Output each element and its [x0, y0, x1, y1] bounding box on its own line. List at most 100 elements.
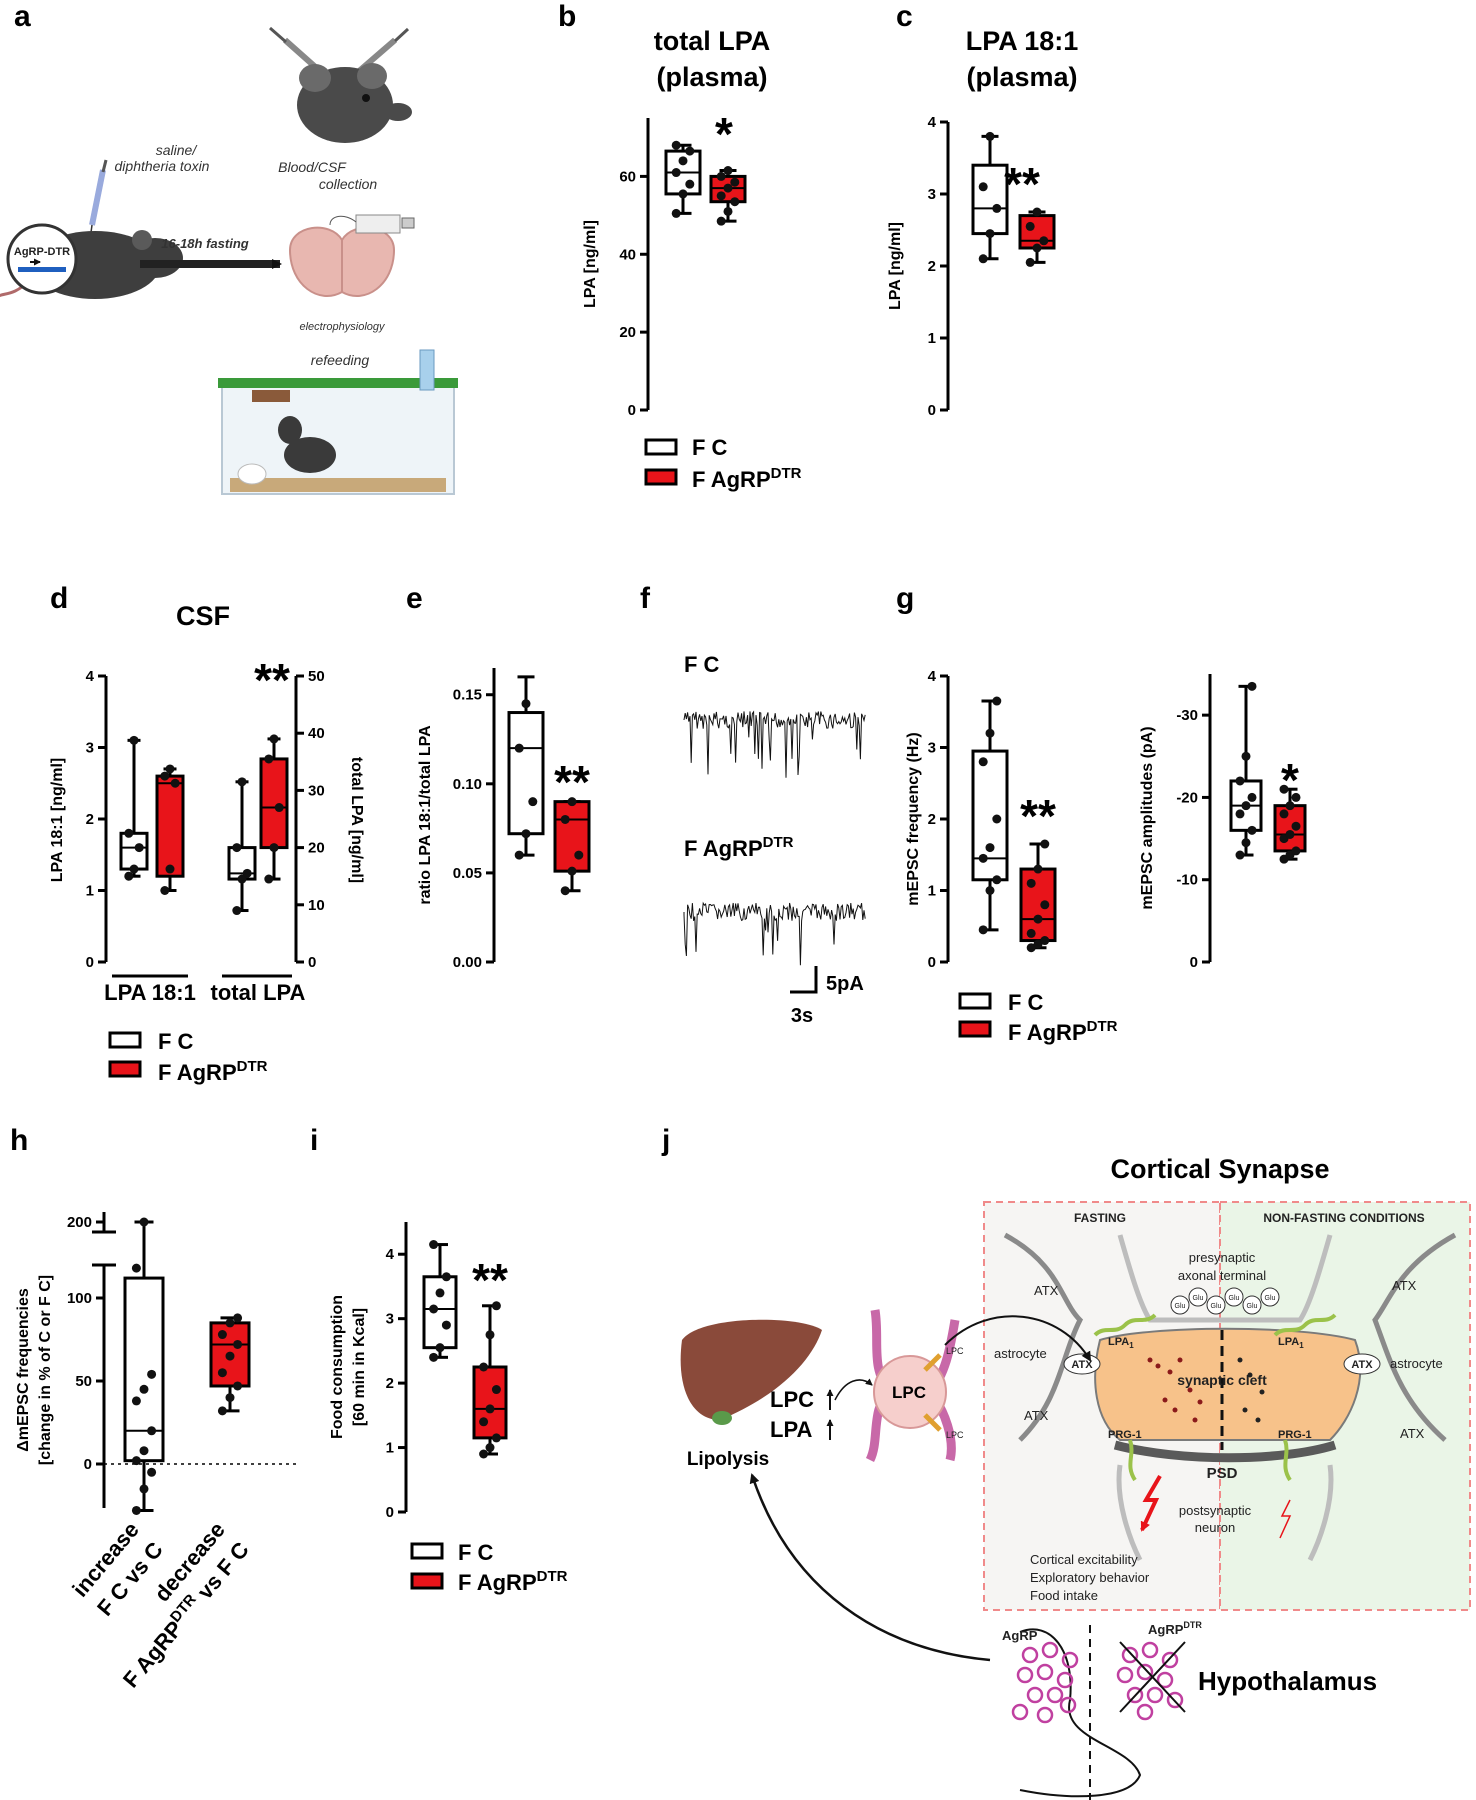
chart-g1-group-2-point: [1026, 878, 1036, 888]
chart-i-group-2-point: [491, 1301, 501, 1311]
chart-i-tick-label: 0: [386, 1504, 394, 1521]
chart-d-group-1-point: [134, 843, 144, 853]
chart-h-group-1-point: [131, 1396, 141, 1406]
chart-c-tick-label: 0: [928, 402, 936, 419]
chart-b-significance: *: [715, 108, 733, 160]
chart-h-group-1-point: [147, 1369, 157, 1379]
j-effect-2: Exploratory behavior: [1030, 1570, 1150, 1585]
chart-i-group-2-point: [485, 1330, 495, 1340]
svg-text:Glu: Glu: [1265, 1295, 1276, 1302]
chart-b-group-2-point: [723, 183, 733, 193]
j-cleft-dots: [1147, 1357, 1203, 1423]
chart-e-significance: **: [554, 756, 590, 808]
chart-i-group-2-point: [479, 1449, 489, 1459]
legend-g-control-label: F C: [1008, 990, 1044, 1015]
chart-i-group-1-point: [435, 1343, 445, 1353]
agrp-neuron-icon: [1121, 1646, 1139, 1664]
j-cross-icon: [1119, 1641, 1186, 1713]
j-psd: [1113, 1440, 1337, 1463]
chart-d-right-tick-label: 40: [308, 725, 325, 742]
j-blood-vessel-icon: [865, 1309, 960, 1463]
chart-i-significance: **: [472, 1254, 508, 1306]
chart-h-group-1-point: [139, 1484, 149, 1494]
j-cleft-label: synaptic cleft: [1177, 1372, 1267, 1388]
chart-d-left-tick-label: 1: [86, 883, 94, 900]
j-glu-vesicles: Glu Glu Glu Glu Glu Glu: [1170, 1287, 1280, 1315]
chart-i-group-1-box: [422, 1275, 458, 1350]
j-agrp: AgRP: [1002, 1628, 1038, 1643]
panel-label-j: j: [661, 1124, 670, 1157]
chart-h-ylabel: ΔmEPSC frequencies: [15, 1288, 32, 1452]
chart-i-ylabel: Food consumption: [329, 1295, 346, 1439]
chart-i-group-1-point: [429, 1240, 439, 1250]
j-hypothalamus-label: Hypothalamus: [1198, 1666, 1377, 1696]
j-post-1: postsynaptic: [1179, 1503, 1252, 1518]
chart-h-group-1-point: [139, 1217, 149, 1227]
chart-d-left-tick-label: 4: [86, 668, 95, 685]
chart-i-tick-label: 1: [386, 1440, 394, 1457]
chart-d-group-2-point: [165, 764, 175, 774]
chart-g2-group-2-point: [1279, 809, 1289, 819]
chart-d-group-4-point: [274, 803, 284, 813]
brain-slice-icon: [288, 226, 396, 297]
chart-h-group-2-point: [217, 1406, 227, 1416]
chart-b-tick-label: 20: [619, 324, 636, 341]
chart-h-ylabel-2: [change in % of C or F C]: [37, 1275, 54, 1465]
chart-g2-group-2-point: [1285, 801, 1295, 811]
chart-i-group-1-point: [429, 1304, 439, 1314]
agrp-dtr-tag: AgRP-DTR: [14, 246, 70, 258]
j-lipolysis: Lipolysis: [687, 1449, 769, 1470]
panel-f: F C F AgRPDTR 5pA 3s: [683, 652, 866, 1027]
chart-b-group-2-point: [723, 166, 733, 176]
panel-label-h: h: [10, 1124, 28, 1157]
chart-i-group-1-point: [441, 1272, 451, 1282]
j-fasting-label: FASTING: [1074, 1211, 1126, 1225]
j-atx-5: ATX: [1351, 1359, 1373, 1371]
chart-g1-significance: **: [1020, 790, 1056, 842]
chart-g2-group-1-point: [1247, 825, 1257, 835]
chart-h-group-2-point: [225, 1393, 235, 1403]
chart-d-group-4-point: [264, 874, 274, 884]
chart-h-group-1-point: [131, 1456, 141, 1466]
chart-d-group-1-box: [119, 831, 149, 871]
agrp-neuron-icon: [1016, 1666, 1034, 1684]
agrp-neuron-icon: [1061, 1651, 1079, 1669]
panel-c-title: LPA 18:1: [966, 26, 1079, 56]
collection-text-2: collection: [319, 176, 378, 192]
chart-i-group-2-point: [485, 1404, 495, 1414]
chart-b-group-2-point: [730, 177, 740, 187]
chart-b-group-1-point: [685, 146, 695, 156]
ephys-text: electrophysiology: [300, 321, 386, 333]
chart-g2-ylabel: mEPSC amplitudes (pA): [1139, 726, 1156, 909]
injection-text-1: saline/: [156, 142, 199, 158]
j-atx-1: ATX: [1034, 1283, 1059, 1298]
chart-g2-group-1-point: [1241, 801, 1251, 811]
chart-d-group-2-box: [155, 774, 185, 878]
agrp-neuron-icon: [1136, 1703, 1154, 1721]
legend-bc: F C F AgRPDTR: [644, 435, 802, 492]
chart-d-group-4-box: [259, 757, 289, 850]
chart-b-group-1-point: [671, 208, 681, 218]
legend-g-treatment-label: F AgRPDTR: [1008, 1018, 1118, 1045]
svg-text:Glu: Glu: [1229, 1295, 1240, 1302]
chart-d-right-tick-label: 0: [308, 954, 316, 971]
chart-d-left-tick-label: 0: [86, 954, 94, 971]
chart-d-xlabel-2: total LPA: [211, 980, 306, 1005]
chart-c-tick-label: 4: [928, 114, 937, 131]
panel-label-g: g: [896, 582, 914, 615]
chart-d-left-tick-label: 3: [86, 740, 94, 757]
chart-c-group-1-point: [978, 182, 988, 192]
j-atx-4: ATX: [1392, 1278, 1417, 1293]
chart-b-group-2-point: [716, 171, 726, 181]
chart-d-right-tick-label: 10: [308, 897, 325, 914]
chart-g1-group-1-point: [985, 728, 995, 738]
chart-h-tick-label: 100: [67, 1290, 92, 1307]
chart-h-group-1-point: [139, 1384, 149, 1394]
chart-g1-group-2-point: [1026, 928, 1036, 938]
